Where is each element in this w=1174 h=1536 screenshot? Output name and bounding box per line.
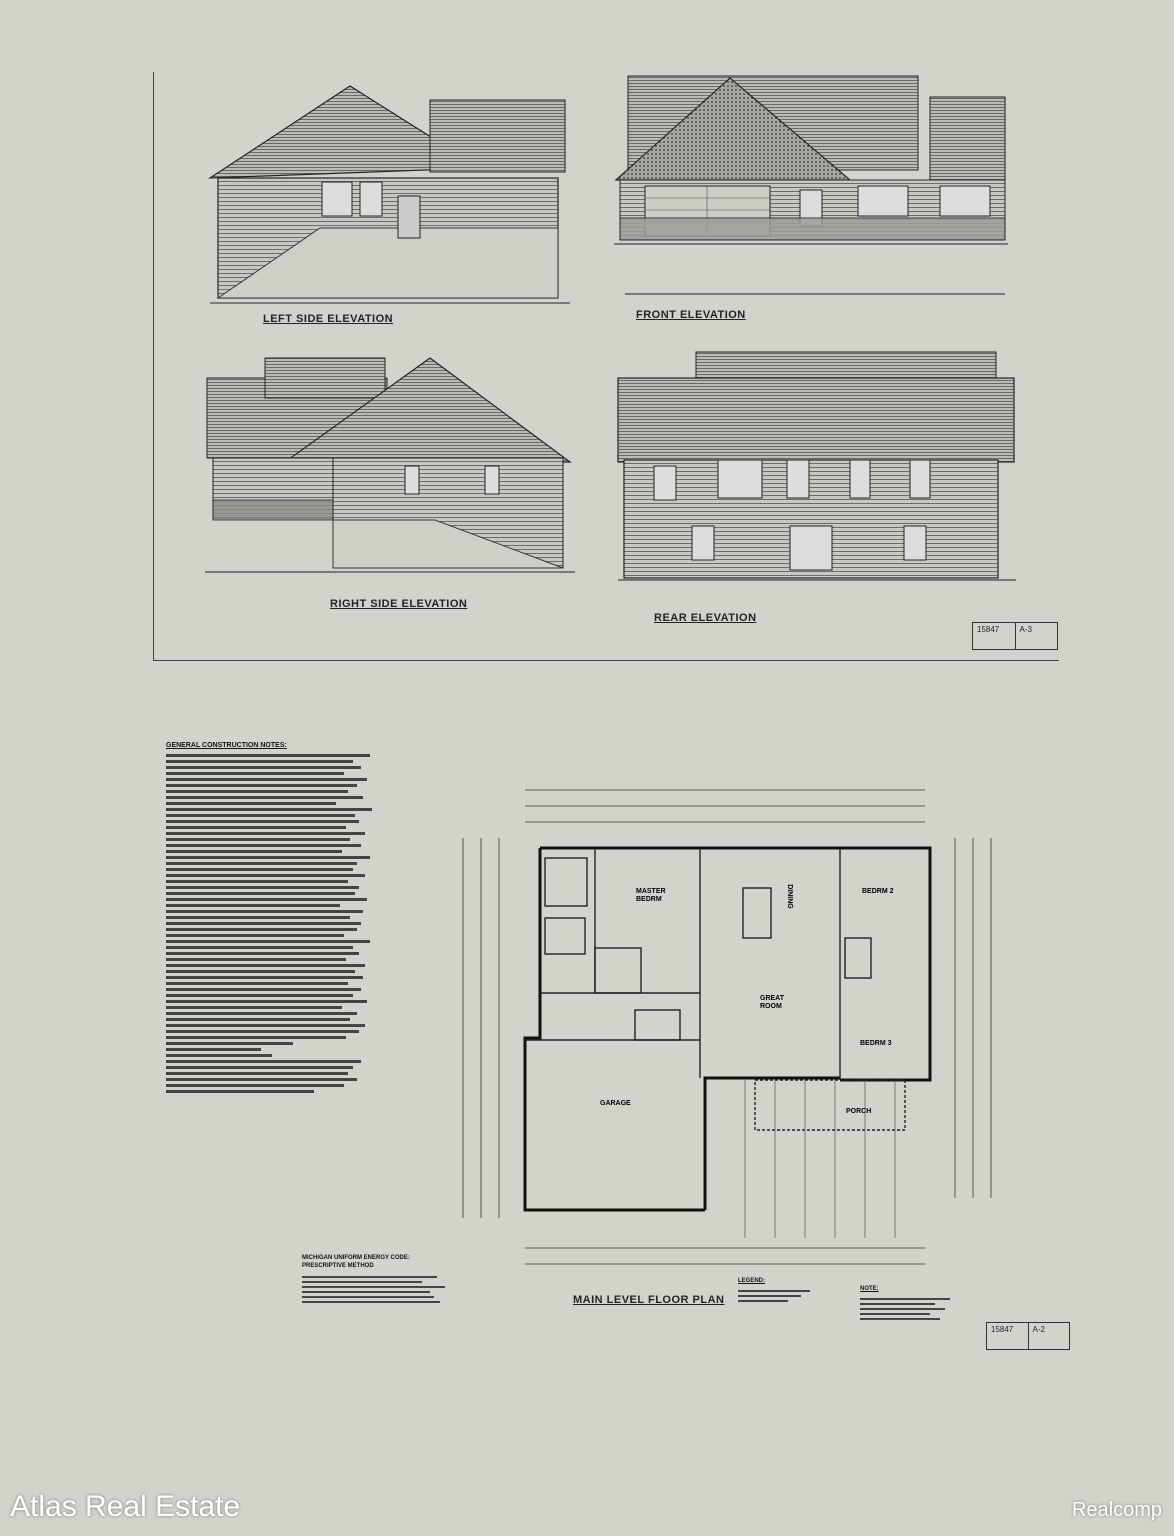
room-label-garage: GARAGE bbox=[600, 1100, 631, 1107]
left-side-elevation-title: LEFT SIDE ELEVATION bbox=[263, 313, 394, 325]
main-level-floor-plan-title: MAIN LEVEL FLOOR PLAN bbox=[573, 1294, 725, 1306]
watermark-right: Realcomp bbox=[1071, 1499, 1162, 1521]
front-elevation-title: FRONT ELEVATION bbox=[636, 309, 746, 321]
sheet-a3-title-block: 15847 A-3 bbox=[972, 622, 1058, 650]
room-label-bedroom3: BEDRM 3 bbox=[860, 1040, 892, 1047]
left-side-elevation-drawing bbox=[207, 85, 570, 304]
note-label: NOTE: bbox=[860, 1286, 879, 1292]
legend-label: LEGEND: bbox=[738, 1278, 765, 1284]
right-side-elevation-title: RIGHT SIDE ELEVATION bbox=[330, 598, 468, 610]
front-elevation-drawing bbox=[614, 75, 1008, 295]
room-label-master: MASTER BEDRM bbox=[636, 888, 666, 903]
sheet-number: A-3 bbox=[1019, 625, 1032, 634]
watermark-left: Atlas Real Estate bbox=[10, 1490, 241, 1523]
rear-elevation-title: REAR ELEVATION bbox=[654, 612, 757, 624]
room-label-great-room: GREAT ROOM bbox=[760, 995, 784, 1010]
energy-code-title: MICHIGAN UNIFORM ENERGY CODE: PRESCRIPTI… bbox=[302, 1255, 410, 1269]
general-construction-notes-heading: GENERAL CONSTRUCTION NOTES: bbox=[166, 742, 287, 749]
job-number: 15847 bbox=[973, 623, 1016, 649]
general-construction-notes-body bbox=[166, 754, 378, 1096]
room-label-bedroom2: BEDRM 2 bbox=[862, 888, 894, 895]
room-label-dining: DINING bbox=[785, 884, 793, 909]
right-side-elevation-drawing bbox=[205, 357, 575, 573]
legend-body bbox=[738, 1290, 828, 1305]
sheet-number: A-2 bbox=[1032, 1325, 1045, 1334]
elevation-sheet-border bbox=[153, 72, 1059, 661]
note-body bbox=[860, 1298, 960, 1323]
energy-code-table bbox=[302, 1276, 452, 1306]
room-label-porch: PORCH bbox=[846, 1108, 872, 1115]
rear-elevation-drawing bbox=[617, 351, 1016, 581]
sheet-a2-title-block: 15847 A-2 bbox=[986, 1322, 1070, 1350]
job-number: 15847 bbox=[987, 1323, 1029, 1349]
main-level-floor-plan-drawing bbox=[462, 789, 992, 1265]
